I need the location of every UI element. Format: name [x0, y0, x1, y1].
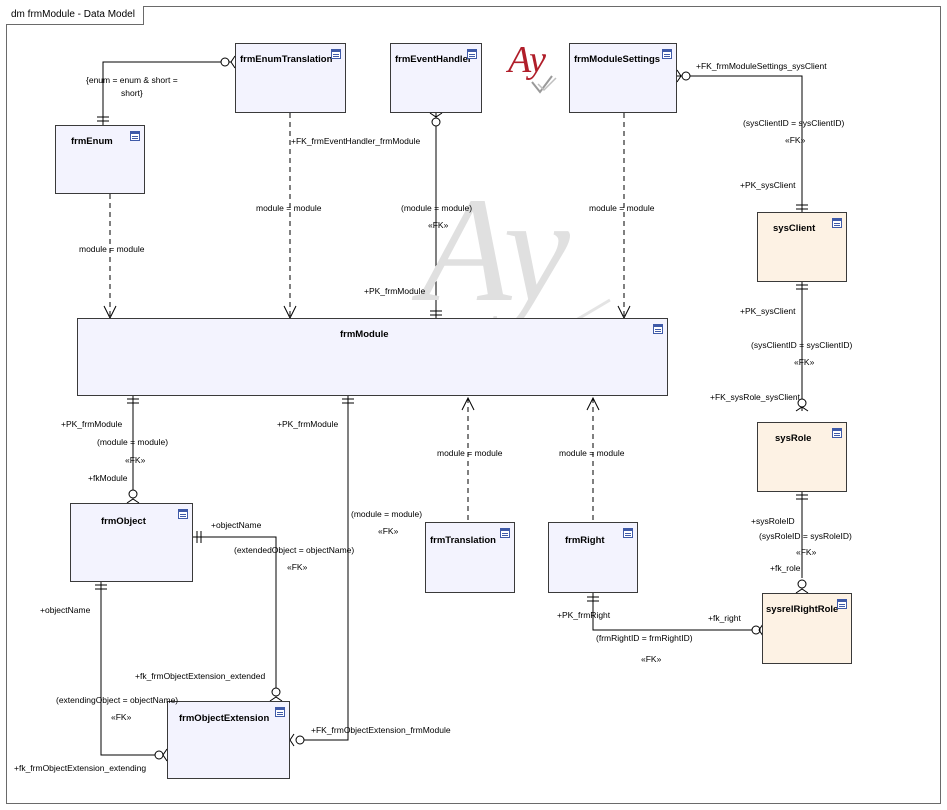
sysroleid-label: +sysRoleID	[751, 516, 795, 526]
fk-ext-extended-label: +fk_frmObjectExtension_extended	[135, 671, 266, 681]
entity-frmEnum[interactable]: frmEnum	[55, 125, 145, 194]
table-icon	[653, 324, 663, 334]
table-icon	[662, 49, 672, 59]
module-extension-connector	[304, 396, 349, 741]
table-icon	[832, 428, 842, 438]
watermark-text: Ay	[411, 167, 570, 333]
object-extension-extending-connector	[100, 582, 156, 756]
table-icon	[837, 599, 847, 609]
fk-role-label: +fk_role	[770, 563, 801, 573]
entity-name: frmModule	[340, 329, 389, 340]
module-module-eventhandler-label: (module = module)	[401, 203, 473, 213]
fk-modulesettings-label: +FK_frmModuleSettings_sysClient	[696, 61, 827, 71]
right-relrole-connector	[592, 593, 756, 631]
entity-frmTranslation[interactable]: frmTranslation	[425, 522, 515, 593]
entity-name: frmRight	[565, 535, 605, 546]
entity-name: frmEnum	[71, 136, 113, 147]
module-module-translation-label: module = module	[437, 448, 503, 458]
fk-ext-module-label: +FK_frmObjectExtension_frmModule	[311, 725, 451, 735]
entity-sysRole[interactable]: sysRole	[757, 422, 847, 492]
sysclientid-join-label-1: (sysClientID = sysClientID)	[743, 118, 845, 128]
pk-frmmodule-label-3: +PK_frmModule	[277, 419, 339, 429]
module-module-ext-label: (module = module)	[351, 509, 423, 519]
entity-frmEventHandler[interactable]: frmEventHandler	[390, 43, 482, 113]
fk-sysrole-sysclient-label: +FK_sysRole_sysClient	[710, 392, 800, 402]
diagram-title: dm frmModule - Data Model	[6, 6, 144, 25]
pk-frmmodule-label-1: +PK_frmModule	[364, 286, 426, 296]
table-icon	[178, 509, 188, 519]
sysclientid-join-label-2: (sysClientID = sysClientID)	[751, 340, 853, 350]
pk-frmmodule-label-2: +PK_frmModule	[61, 419, 123, 429]
entity-frmEnumTranslation[interactable]: frmEnumTranslation	[235, 43, 346, 113]
fk-stereotype-label-5: «FK»	[796, 547, 817, 557]
table-icon	[832, 218, 842, 228]
fk-right-label: +fk_right	[708, 613, 741, 623]
entity-name: frmTranslation	[430, 535, 496, 546]
fk-eventhandler-label: +FK_frmEventHandler_frmModule	[291, 136, 421, 146]
table-icon	[331, 49, 341, 59]
fk-stereotype-label-7: «FK»	[378, 526, 399, 536]
object-name-label-1: +objectName	[211, 520, 262, 530]
settings-connector	[677, 75, 803, 212]
module-module-enumtrans-label: module = module	[256, 203, 322, 213]
table-icon	[500, 528, 510, 538]
entity-frmModuleSettings[interactable]: frmModuleSettings	[569, 43, 677, 113]
entity-name: frmObjectExtension	[179, 713, 270, 724]
entity-name: frmEnumTranslation	[240, 54, 333, 65]
object-name-label-2: +objectName	[40, 605, 91, 615]
entity-frmModule[interactable]: frmModule	[77, 318, 668, 396]
entity-sysrelRightRole[interactable]: sysrelRightRole	[762, 593, 852, 664]
table-icon	[275, 707, 285, 717]
pk-sysclient-label-1: +PK_sysClient	[740, 180, 796, 190]
diagram-frame	[6, 6, 941, 804]
fk-stereotype-label-2: «FK»	[428, 220, 449, 230]
entity-frmObjectExtension[interactable]: frmObjectExtension	[167, 701, 290, 779]
logo-text: Ay	[505, 39, 546, 81]
entity-sysClient[interactable]: sysClient	[757, 212, 847, 282]
entity-frmRight[interactable]: frmRight	[548, 522, 638, 593]
pk-frmright-label: +PK_frmRight	[557, 610, 611, 620]
entity-frmObject[interactable]: frmObject	[70, 503, 193, 582]
module-module-settings-label: module = module	[589, 203, 655, 213]
fk-ext-extending-label: +fk_frmObjectExtension_extending	[14, 763, 147, 773]
fk-stereotype-label-4: «FK»	[125, 455, 146, 465]
entity-name: sysClient	[773, 223, 816, 234]
extending-join-label: (extendingObject = objectName)	[56, 695, 179, 705]
entity-name: sysRole	[775, 433, 812, 444]
fk-stereotype-label-8: «FK»	[641, 654, 662, 664]
table-icon	[130, 131, 140, 141]
enum-join-label-1: {enum = enum & short =	[86, 75, 178, 85]
object-extension-extended-connector	[193, 536, 277, 688]
fk-stereotype-label-3: «FK»	[794, 357, 815, 367]
table-icon	[467, 49, 477, 59]
pk-sysclient-label-2: +PK_sysClient	[740, 306, 796, 316]
fk-stereotype-label-6: «FK»	[287, 562, 308, 572]
frmrightid-join-label: (frmRightID = frmRightID)	[596, 633, 693, 643]
sysroleid-join-label: (sysRoleID = sysRoleID)	[759, 531, 852, 541]
fk-stereotype-label-9: «FK»	[111, 712, 132, 722]
entity-name: sysrelRightRole	[766, 604, 839, 615]
module-module-object-label: (module = module)	[97, 437, 169, 447]
enum-translation-connector	[102, 61, 231, 125]
module-module-right-label: module = module	[559, 448, 625, 458]
module-module-enum-label: module = module	[79, 244, 145, 254]
entity-name: frmEventHandler	[395, 54, 472, 65]
fk-stereotype-label-1: «FK»	[785, 135, 806, 145]
entity-name: frmObject	[101, 516, 146, 527]
table-icon	[623, 528, 633, 538]
fk-module-label: +fkModule	[88, 473, 128, 483]
enum-join-label-2: short}	[121, 88, 143, 98]
extended-join-label: (extendedObject = objectName)	[234, 545, 355, 555]
logo-check-icon	[531, 75, 553, 94]
entity-name: frmModuleSettings	[574, 54, 661, 65]
